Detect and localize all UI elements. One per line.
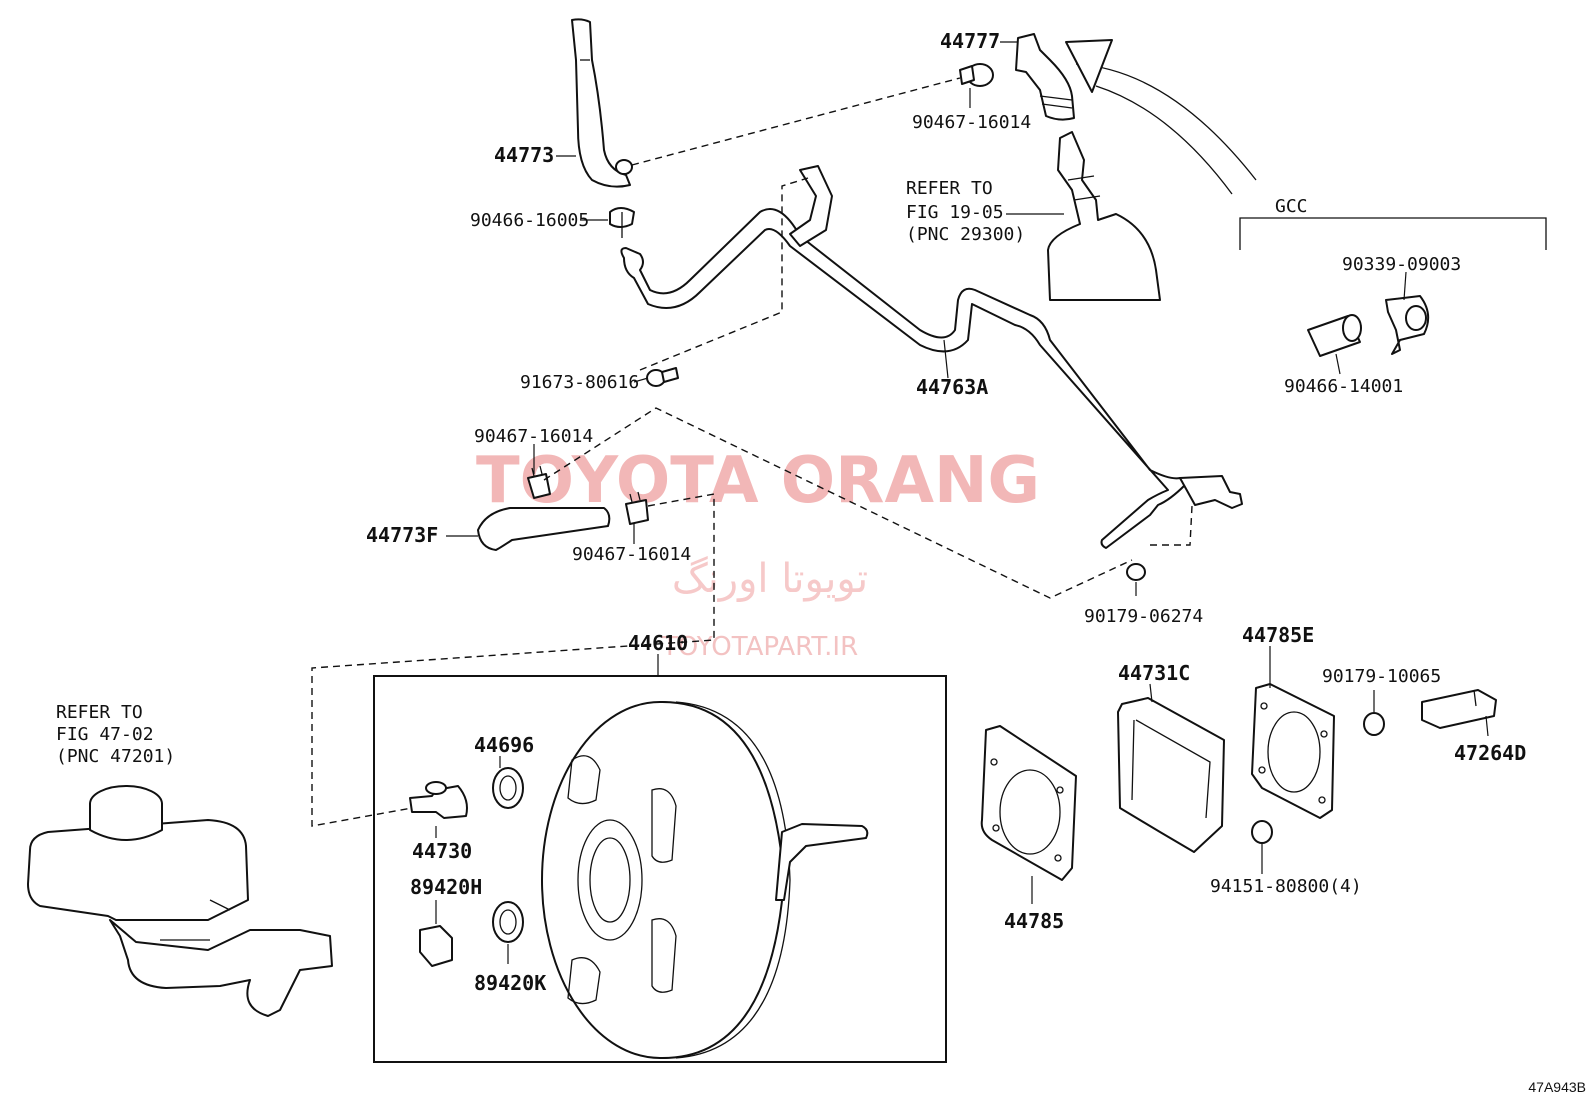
hose-clamp-90467-16014-top[interactable] bbox=[959, 63, 994, 87]
ref2-line1: REFER TO bbox=[56, 702, 143, 723]
grommet-89420K[interactable] bbox=[492, 901, 524, 943]
diagram-code: 47A943B bbox=[1528, 1079, 1586, 1095]
clamp-90339-09003[interactable] bbox=[1385, 295, 1430, 355]
label-89420H[interactable]: 89420H bbox=[410, 875, 482, 899]
ref2-line2[interactable]: FIG 47-02 bbox=[56, 724, 154, 745]
nut-90179-06274[interactable] bbox=[1126, 563, 1146, 581]
label-94151-80800[interactable]: 94151-80800(4) bbox=[1210, 876, 1362, 897]
label-44773F[interactable]: 44773F bbox=[366, 523, 438, 547]
ref2-line3: (PNC 47201) bbox=[56, 746, 175, 767]
check-valve-44777[interactable] bbox=[1015, 33, 1075, 121]
label-44610[interactable]: 44610 bbox=[628, 631, 688, 655]
reference-fig-47-02: REFER TO FIG 47-02 (PNC 47201) bbox=[56, 702, 175, 767]
gcc-label: GCC bbox=[1275, 196, 1308, 217]
ref1-line3: (PNC 29300) bbox=[906, 224, 1025, 245]
label-44785[interactable]: 44785 bbox=[1004, 909, 1064, 933]
label-90467-16014-b[interactable]: 90467-16014 bbox=[572, 544, 691, 565]
direction-arrow bbox=[1065, 39, 1257, 195]
label-44777[interactable]: 44777 bbox=[940, 29, 1000, 53]
label-90467-16014-a[interactable]: 90467-16014 bbox=[474, 426, 593, 447]
ref1-line1: REFER TO bbox=[906, 178, 993, 199]
gcc-group: GCC bbox=[1239, 196, 1547, 250]
label-90339-09003[interactable]: 90339-09003 bbox=[1342, 254, 1461, 275]
check-valve-44730[interactable] bbox=[409, 781, 468, 819]
vacuum-pipe-44763A[interactable] bbox=[620, 165, 1243, 549]
label-44731C[interactable]: 44731C bbox=[1118, 661, 1190, 685]
leader-lines bbox=[435, 41, 1489, 964]
hose-44773[interactable] bbox=[571, 18, 633, 188]
label-44763A[interactable]: 44763A bbox=[916, 375, 988, 399]
master-cylinder[interactable] bbox=[27, 785, 333, 1017]
part-labels: 44777 90467-16014 44773 90466-16005 9167… bbox=[366, 29, 1526, 995]
label-91673-80616[interactable]: 91673-80616 bbox=[520, 372, 639, 393]
watermark: TOYOTA ORANG تویوتا اورنگ TOYOTAPART.IR bbox=[476, 444, 1040, 662]
label-90466-14001[interactable]: 90466-14001 bbox=[1284, 376, 1403, 397]
intake-connection[interactable] bbox=[1047, 131, 1161, 301]
label-89420K[interactable]: 89420K bbox=[474, 971, 546, 995]
watermark-brand: TOYOTA ORANG bbox=[476, 444, 1040, 518]
hose-90466-14001[interactable] bbox=[1307, 314, 1362, 357]
gasket-44785[interactable] bbox=[980, 725, 1077, 881]
ref1-line2[interactable]: FIG 19-05 bbox=[906, 202, 1004, 223]
hose-clamp-90467-16014-b[interactable] bbox=[625, 491, 649, 525]
hose-clamp-90466-16005[interactable] bbox=[609, 207, 635, 238]
label-44730[interactable]: 44730 bbox=[412, 839, 472, 863]
watermark-url: TOYOTAPART.IR bbox=[661, 632, 858, 662]
label-47264D[interactable]: 47264D bbox=[1454, 741, 1526, 765]
label-44785E[interactable]: 44785E bbox=[1242, 623, 1314, 647]
label-44696[interactable]: 44696 bbox=[474, 733, 534, 757]
label-90179-10065[interactable]: 90179-10065 bbox=[1322, 666, 1441, 687]
spacer-44731C[interactable] bbox=[1117, 697, 1225, 853]
bolt-91673-80616[interactable] bbox=[646, 367, 679, 387]
nut-94151-80800[interactable] bbox=[1251, 820, 1273, 844]
watermark-persian: تویوتا اورنگ bbox=[672, 556, 868, 602]
assembly-dashed-lines bbox=[311, 77, 1193, 827]
label-44773[interactable]: 44773 bbox=[494, 143, 554, 167]
brake-booster-44610[interactable] bbox=[541, 700, 869, 1060]
clevis-47264D[interactable] bbox=[1421, 689, 1497, 729]
reference-fig-19-05: REFER TO FIG 19-05 (PNC 29300) bbox=[906, 178, 1025, 245]
booster-assembly-frame bbox=[373, 675, 947, 1063]
nut-90179-10065[interactable] bbox=[1363, 712, 1385, 736]
connector-89420H[interactable] bbox=[419, 925, 453, 967]
label-90466-16005[interactable]: 90466-16005 bbox=[470, 210, 589, 231]
grommet-44696[interactable] bbox=[492, 767, 524, 809]
label-90179-06274[interactable]: 90179-06274 bbox=[1084, 606, 1203, 627]
hose-44773F[interactable] bbox=[477, 507, 611, 551]
gasket-44785E[interactable] bbox=[1251, 683, 1335, 819]
label-90467-16014-top[interactable]: 90467-16014 bbox=[912, 112, 1031, 133]
